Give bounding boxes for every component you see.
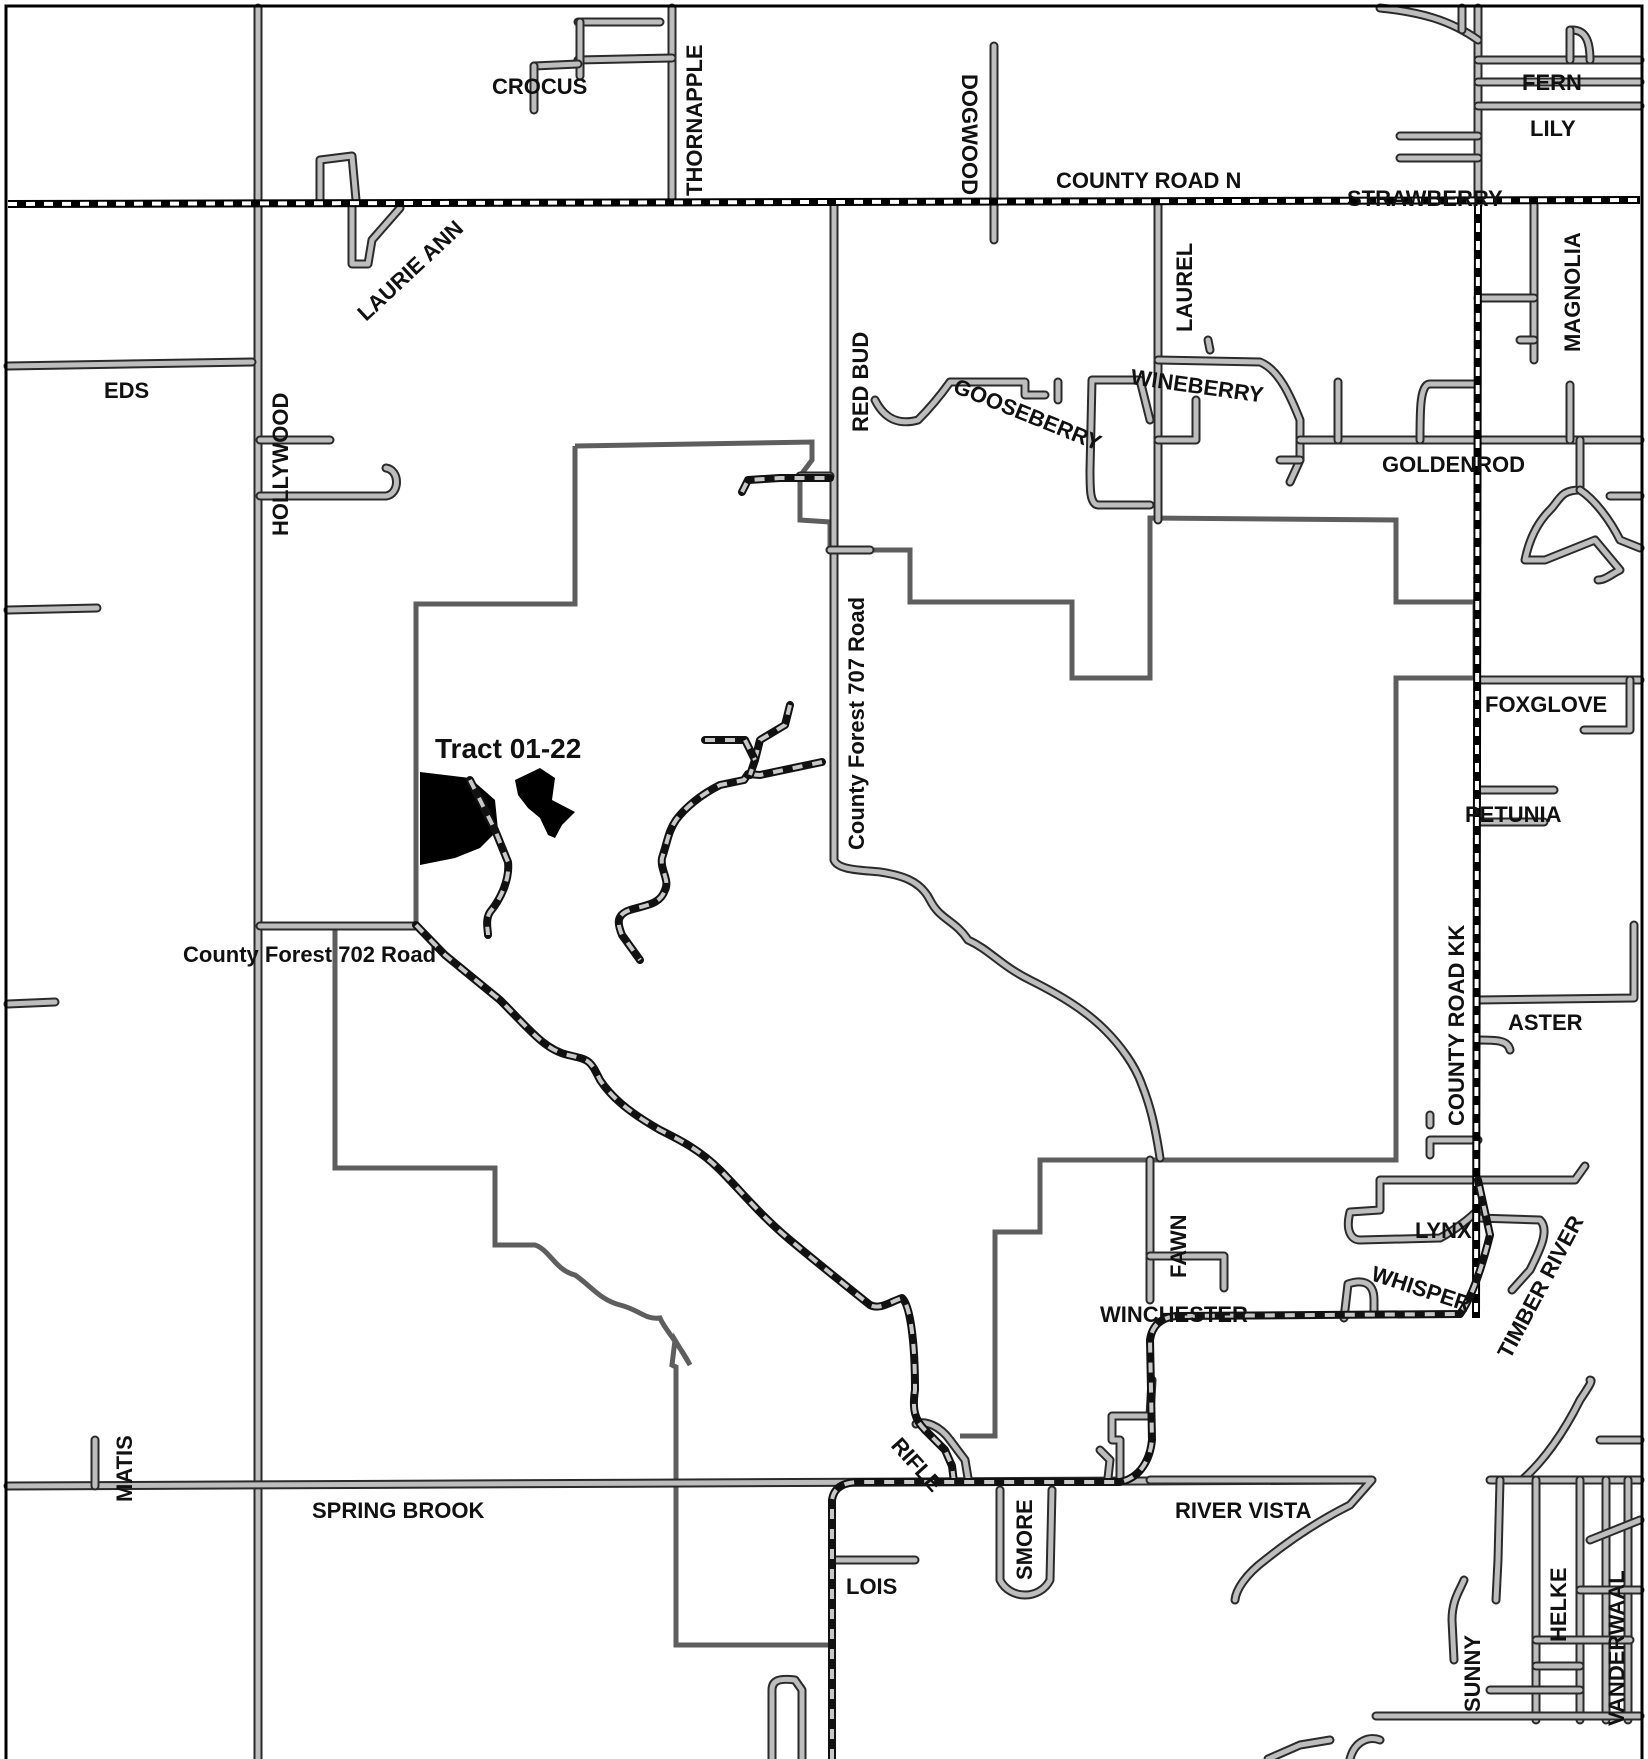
tract-parcel-east	[515, 768, 575, 838]
label-aster: ASTER	[1508, 1010, 1583, 1035]
label-lynx: LYNX	[1415, 1218, 1472, 1243]
label-strawberry: STRAWBERRY	[1347, 186, 1503, 211]
label-county-forest-702: County Forest 702 Road	[183, 942, 436, 967]
label-county-forest-707: County Forest 707 Road	[844, 597, 869, 850]
label-smore: SMORE	[1012, 1499, 1037, 1580]
label-hollywood: HOLLYWOOD	[268, 393, 293, 536]
label-eds: EDS	[104, 378, 149, 403]
label-matis: MATIS	[112, 1435, 137, 1502]
label-county-road-kk: COUNTY ROAD KK	[1444, 925, 1469, 1126]
label-fern: FERN	[1522, 70, 1582, 95]
label-foxglove: FOXGLOVE	[1485, 692, 1607, 717]
local-roads	[3, 3, 1645, 1759]
label-sunny: SUNNY	[1460, 1635, 1485, 1712]
label-winchester: WINCHESTER	[1100, 1302, 1248, 1327]
label-thornapple: THORNAPPLE	[682, 44, 707, 196]
label-spring-brook: SPRING BROOK	[312, 1498, 484, 1523]
forest-trails	[412, 474, 1494, 1759]
label-red-bud: RED BUD	[848, 332, 873, 432]
label-helke: HELKE	[1546, 1567, 1571, 1642]
label-county-road-n: COUNTY ROAD N	[1056, 168, 1241, 193]
label-vanderwaal: VANDERWAAL	[1604, 1570, 1629, 1726]
label-lily: LILY	[1530, 116, 1576, 141]
label-goldenrod: GOLDENROD	[1382, 452, 1525, 477]
label-laurel: LAUREL	[1172, 243, 1197, 332]
label-petunia: PETUNIA	[1465, 802, 1562, 827]
label-dogwood: DOGWOOD	[957, 74, 982, 195]
label-crocus: CROCUS	[492, 74, 587, 99]
label-lois: LOIS	[846, 1574, 897, 1599]
label-magnolia: MAGNOLIA	[1560, 232, 1585, 352]
tract-label: Tract 01-22	[435, 733, 581, 764]
label-fawn: FAWN	[1166, 1214, 1191, 1278]
map-frame	[4, 4, 1644, 1759]
label-river-vista: RIVER VISTA	[1175, 1498, 1312, 1523]
highways	[7, 196, 1641, 1319]
